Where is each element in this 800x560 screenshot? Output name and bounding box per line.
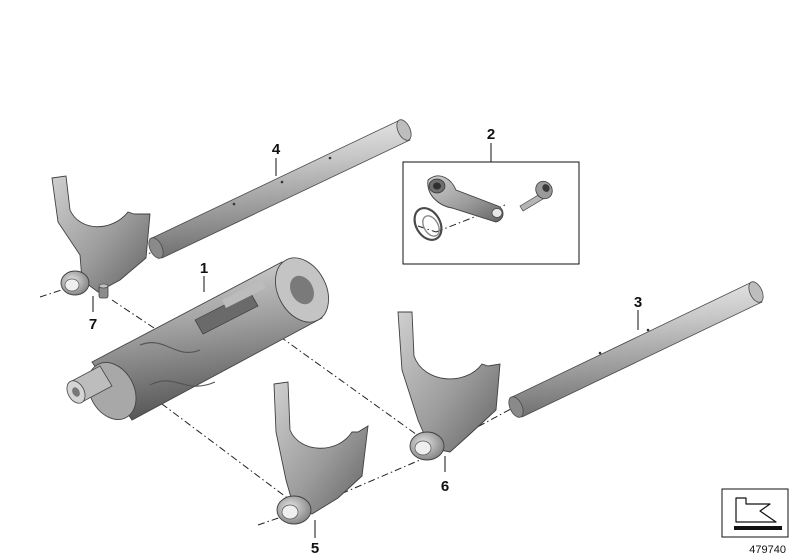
screw-icon	[519, 180, 553, 212]
nav-arrow-box[interactable]	[721, 488, 789, 538]
callout-6: 6	[441, 478, 449, 495]
shift-fork-upper-left	[51, 175, 151, 296]
callout-1: 1	[200, 260, 208, 277]
leader-lines	[92, 143, 639, 538]
callout-2: 2	[487, 126, 495, 143]
reference-number: 479740	[749, 544, 786, 556]
lever-kit	[402, 161, 580, 265]
callout-3: 3	[634, 294, 642, 311]
spring-clip-icon	[413, 207, 443, 241]
shift-fork-bottom	[273, 381, 369, 525]
callout-4: 4	[272, 141, 281, 158]
shift-drum	[66, 257, 329, 421]
lever-arm	[427, 175, 504, 223]
callout-7: 7	[89, 316, 97, 333]
nav-arrow-icon	[735, 497, 777, 523]
shift-rod-lower	[508, 281, 764, 418]
shift-fork-right	[397, 311, 501, 461]
shift-rod-upper	[148, 119, 412, 259]
callouts: 1 2 3 4 5 6 7	[89, 126, 642, 557]
callout-5: 5	[311, 540, 319, 557]
guide-pin	[98, 283, 109, 299]
